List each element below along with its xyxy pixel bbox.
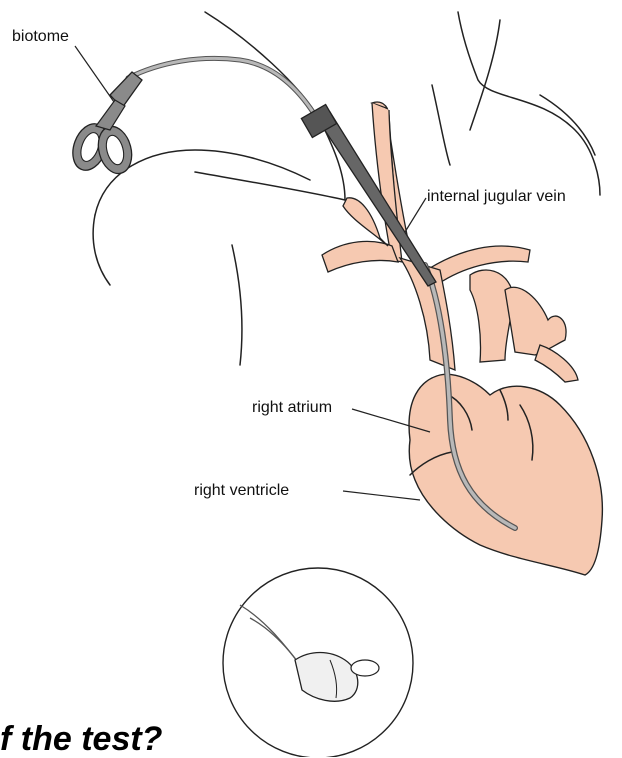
label-right-atrium: right atrium — [252, 399, 332, 416]
label-right-ventricle: right ventricle — [194, 482, 289, 499]
label-internal-jugular-vein: internal jugular vein — [427, 188, 566, 205]
label-biotome: biotome — [12, 28, 69, 45]
magnified-inset — [223, 568, 413, 757]
heading-fragment: f the test? — [0, 722, 162, 756]
